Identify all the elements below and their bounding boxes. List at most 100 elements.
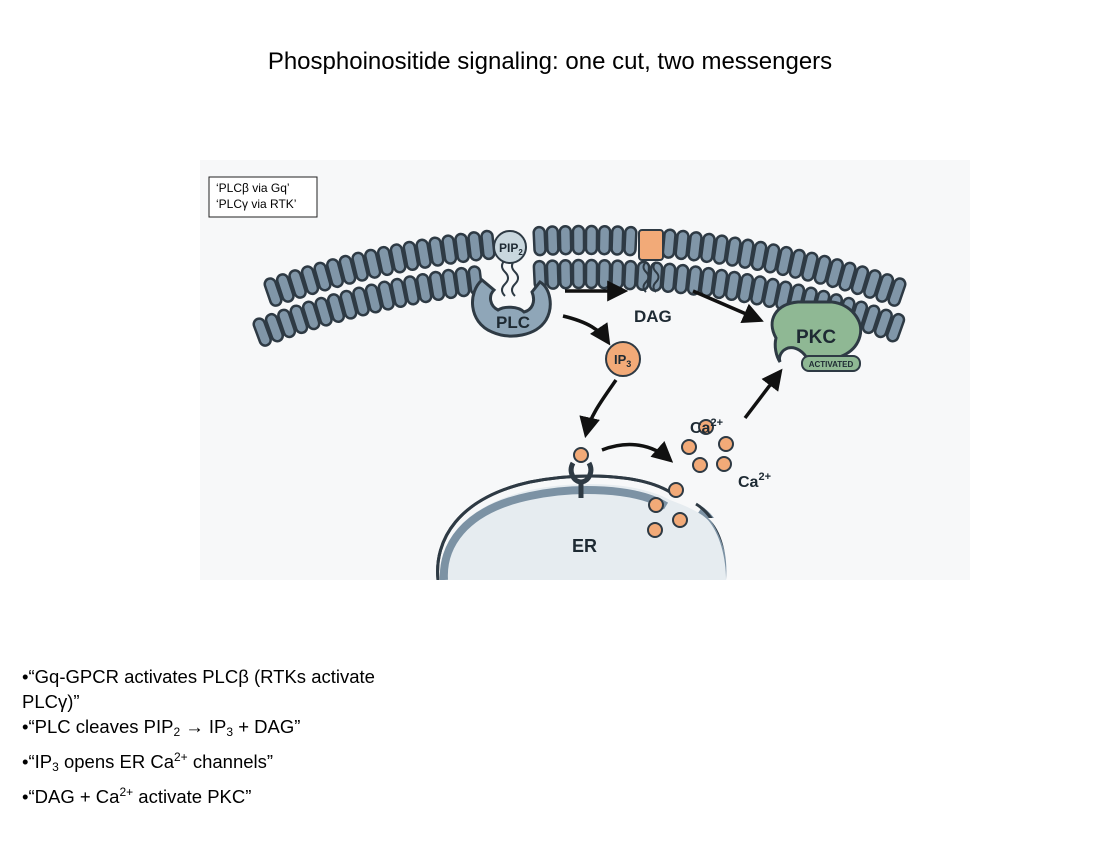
lipid-head bbox=[275, 273, 295, 303]
lipid-head bbox=[338, 254, 357, 285]
bullet-1: •“Gq-GPCR activates PLCβ (RTKs activate … bbox=[22, 666, 375, 712]
arrow-receptor-to-calcium bbox=[601, 440, 674, 463]
arrow-dag-to-pkc bbox=[692, 289, 764, 323]
bullet-2: •“PLC cleaves PIP2 → IP3 + DAG” bbox=[22, 716, 301, 739]
lipid-head bbox=[326, 258, 344, 289]
legend-line-2: ‘PLCγ via RTK’ bbox=[216, 197, 296, 211]
lipid-head bbox=[776, 245, 794, 277]
lipid-head bbox=[376, 245, 394, 277]
pathway-arrows bbox=[562, 280, 783, 463]
lipid-head bbox=[597, 224, 612, 256]
lipid-head bbox=[339, 289, 358, 320]
lipid-head bbox=[801, 251, 819, 282]
arrow-calcium-to-pkc bbox=[743, 368, 783, 420]
lipid-head bbox=[558, 224, 573, 256]
lipid-head bbox=[558, 258, 573, 290]
lipid-head bbox=[571, 258, 586, 290]
lipid-head bbox=[428, 236, 445, 267]
lipid-head bbox=[724, 270, 742, 302]
bullet-4: •“DAG + Ca2+ activate PKC” bbox=[22, 785, 252, 807]
endoplasmic-reticulum: ER bbox=[436, 474, 760, 580]
lipid-head bbox=[402, 240, 420, 272]
lipid-head bbox=[648, 261, 664, 292]
lipid-head bbox=[415, 238, 432, 269]
lipid-head bbox=[584, 224, 599, 256]
lipid-head bbox=[364, 248, 382, 279]
lipid-head bbox=[674, 229, 690, 261]
ip3-receptor bbox=[568, 447, 594, 498]
pathway-diagram: ‘PLCβ via Gq’ ‘PLCγ via RTK’ PIP2 PLC DA… bbox=[200, 160, 970, 580]
lipid-head bbox=[532, 225, 547, 257]
lipid-head bbox=[264, 312, 285, 343]
lipid-head bbox=[454, 266, 471, 298]
lipid-head bbox=[738, 238, 755, 269]
lipid-head bbox=[584, 258, 599, 290]
lipid-head bbox=[441, 234, 458, 265]
plc-enzyme: PLC bbox=[471, 278, 552, 338]
pathway-svg: ‘PLCβ via Gq’ ‘PLCγ via RTK’ PIP2 PLC DA… bbox=[200, 160, 970, 580]
lipid-head bbox=[700, 232, 716, 264]
legend-line-1: ‘PLCβ via Gq’ bbox=[216, 181, 290, 195]
lipid-head bbox=[415, 272, 433, 304]
lipid-head bbox=[838, 261, 857, 292]
page-title: Phosphoinositide signaling: one cut, two… bbox=[267, 48, 833, 75]
pip2-label: PIP2 bbox=[499, 241, 523, 257]
activated-badge: ACTIVATED bbox=[809, 360, 854, 369]
er-label: ER bbox=[572, 536, 597, 556]
lipid-head bbox=[661, 228, 677, 259]
lipid-head bbox=[289, 304, 309, 335]
lipid-head bbox=[885, 312, 906, 343]
arrow-ip3-to-receptor bbox=[579, 378, 618, 439]
lipid-head bbox=[725, 236, 742, 267]
lipid-head bbox=[301, 300, 321, 331]
lipid-head bbox=[623, 259, 638, 291]
lipid-head bbox=[403, 275, 420, 306]
lipid-head bbox=[788, 248, 806, 279]
lipid-head bbox=[314, 296, 333, 327]
lipid-head bbox=[887, 277, 907, 307]
pkc-kinase: PKC ACTIVATED bbox=[770, 300, 863, 372]
lipid-head bbox=[288, 269, 307, 299]
lipid-head bbox=[351, 251, 369, 282]
ca-right-label: Ca2+ bbox=[738, 471, 771, 491]
lipid-head bbox=[277, 308, 297, 339]
lipid-head bbox=[750, 240, 768, 272]
lipid-head bbox=[571, 224, 586, 256]
lipid-head bbox=[610, 259, 625, 290]
lipid-head bbox=[813, 254, 832, 285]
lipid-head bbox=[875, 273, 895, 303]
lipid-head bbox=[467, 231, 483, 262]
lipid-head bbox=[428, 270, 446, 302]
legend-box: ‘PLCβ via Gq’ ‘PLCγ via RTK’ bbox=[208, 176, 318, 218]
lipid-head bbox=[597, 258, 612, 290]
pip2-molecule: PIP2 bbox=[493, 230, 527, 297]
lipid-head bbox=[377, 280, 395, 311]
lipid-head bbox=[610, 225, 625, 256]
lipid-head bbox=[300, 265, 320, 296]
lipid-head bbox=[441, 268, 458, 300]
lipid-head bbox=[352, 286, 370, 317]
dag-molecule: DAG bbox=[634, 229, 672, 326]
lipid-head bbox=[252, 317, 272, 347]
dag-label: DAG bbox=[634, 307, 672, 326]
lipid-head bbox=[712, 234, 729, 265]
lipid-head bbox=[364, 283, 383, 314]
lipid-head bbox=[480, 229, 496, 261]
lipid-head bbox=[861, 304, 881, 335]
lipid-head bbox=[545, 225, 560, 256]
arrow-plc-to-ip3 bbox=[562, 314, 611, 346]
pkc-label: PKC bbox=[796, 327, 836, 348]
ip3-molecule: IP3 bbox=[605, 341, 641, 377]
lipid-head bbox=[390, 277, 408, 308]
lipid-head bbox=[454, 232, 470, 264]
lipid-head bbox=[545, 259, 560, 290]
lipid-head bbox=[863, 269, 882, 299]
ip3-label: IP3 bbox=[614, 352, 631, 369]
lipid-head bbox=[686, 265, 703, 296]
lipid-head bbox=[661, 262, 677, 294]
lipid-head bbox=[826, 258, 844, 289]
lipid-head bbox=[623, 225, 638, 257]
lipid-head bbox=[712, 268, 729, 300]
plc-label: PLC bbox=[496, 313, 530, 332]
lipid-head bbox=[687, 231, 703, 262]
